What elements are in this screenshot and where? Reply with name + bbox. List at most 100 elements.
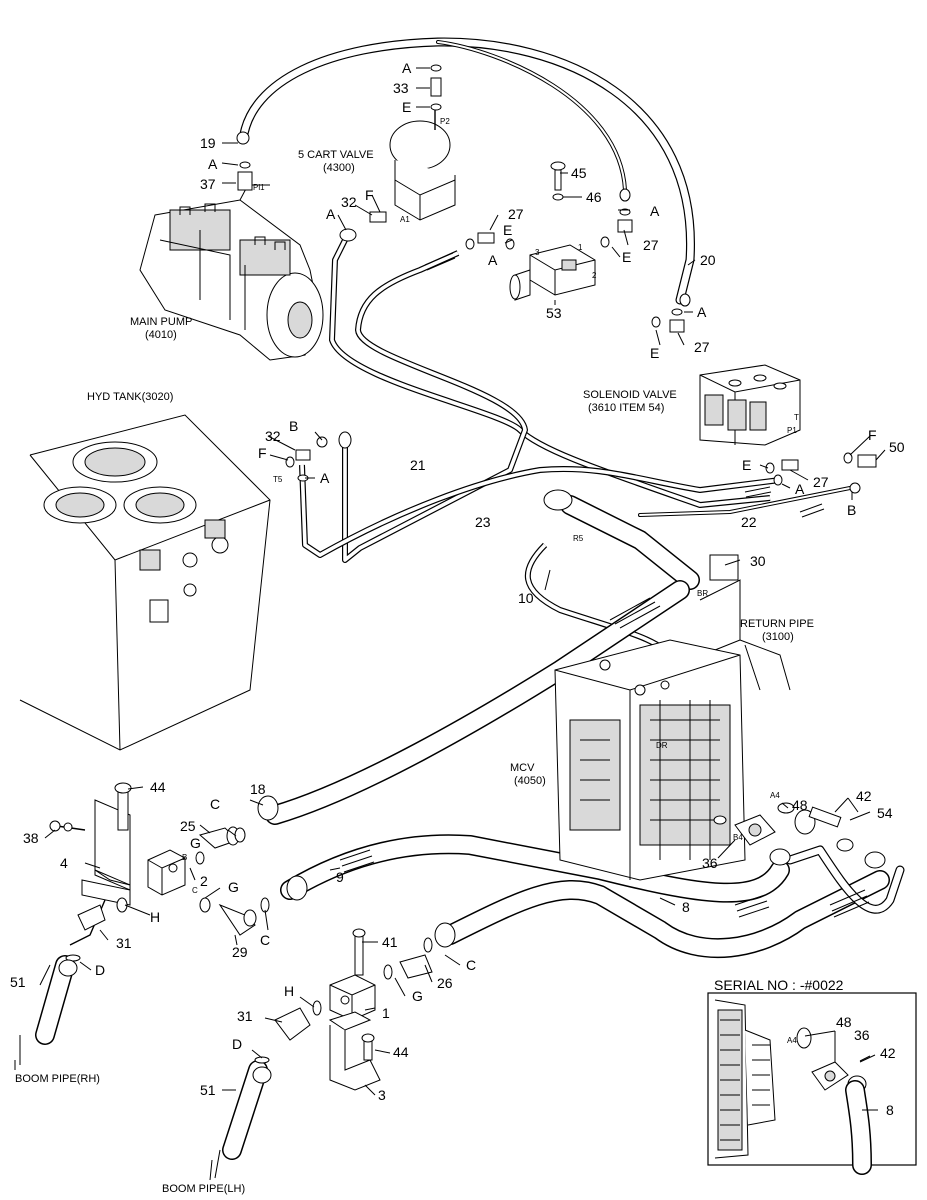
callout-e: E: [402, 99, 411, 115]
callout-a: A: [208, 156, 218, 172]
cart-valve-ref: (4300): [323, 162, 355, 174]
callout-38: 38: [23, 830, 39, 846]
bracket-assembly-lh: [274, 922, 456, 1091]
callout-g: G: [228, 879, 239, 895]
bracket-assembly-rh: [49, 782, 186, 946]
callout-g: G: [190, 835, 201, 851]
serial-inset: [707, 992, 917, 1175]
inset-labels: SERIAL NO : -#0022 48 36 42 8 A4: [714, 977, 896, 1118]
solenoid-valve: [699, 364, 801, 446]
svg-text:3: 3: [535, 248, 540, 257]
callout-46: 46: [586, 189, 602, 205]
callout-25: 25: [180, 818, 196, 834]
callout-2: 2: [200, 873, 208, 889]
main-pump: [139, 184, 324, 361]
svg-text:B4: B4: [733, 833, 743, 842]
callout-e: E: [622, 249, 631, 265]
callout-a: A: [488, 252, 498, 268]
cart-valve-4300: [389, 105, 456, 221]
svg-text:P1: P1: [787, 426, 797, 435]
callout-a: A: [795, 481, 805, 497]
mcv-label: MCV: [510, 762, 535, 774]
callout-20: 20: [700, 252, 716, 268]
callout-21: 21: [410, 457, 426, 473]
svg-text:B: B: [182, 853, 187, 862]
svg-text:T: T: [794, 413, 799, 422]
svg-text:C: C: [192, 886, 198, 895]
component-captions: MAIN PUMP (4010) 5 CART VALVE (4300) HYD…: [15, 149, 814, 1195]
inset-callout-8: 8: [886, 1102, 894, 1118]
callout-27: 27: [694, 339, 710, 355]
callout-27: 27: [813, 474, 829, 490]
cart-valve-label: 5 CART VALVE: [298, 149, 374, 161]
svg-text:T5: T5: [273, 475, 283, 484]
callout-f: F: [365, 187, 374, 203]
svg-text:1: 1: [578, 243, 583, 252]
svg-text:2: 2: [592, 271, 597, 280]
hoses-and-pipes: [35, 37, 905, 1160]
callout-a: A: [697, 304, 707, 320]
callout-33: 33: [393, 80, 409, 96]
svg-text:DR: DR: [656, 741, 668, 750]
callout-50: 50: [889, 439, 905, 455]
hose-hatch-marks: [339, 252, 870, 918]
callout-b: B: [847, 502, 856, 518]
callout-10: 10: [518, 590, 534, 606]
callout-19: 19: [200, 135, 216, 151]
svg-text:R5: R5: [573, 534, 584, 543]
callout-c: C: [466, 957, 476, 973]
callout-d: D: [95, 962, 105, 978]
callout-f: F: [258, 445, 267, 461]
main-pump-ref: (4010): [145, 329, 177, 341]
callout-29: 29: [232, 944, 248, 960]
callout-a: A: [320, 470, 330, 486]
solenoid-valve-label: SOLENOID VALVE: [583, 389, 677, 401]
fittings-right: [713, 802, 886, 869]
callout-h: H: [284, 983, 294, 999]
hyd-tank-label: HYD TANK(3020): [87, 391, 173, 403]
main-pump-label: MAIN PUMP: [130, 316, 192, 328]
svg-text:Pi1: Pi1: [253, 183, 265, 192]
callout-e: E: [742, 457, 751, 473]
callout-g: G: [412, 988, 423, 1004]
callout-4: 4: [60, 855, 68, 871]
callout-27: 27: [643, 237, 659, 253]
callout-26: 26: [437, 975, 453, 991]
callout-8: 8: [682, 899, 690, 915]
callout-54: 54: [877, 805, 893, 821]
callout-9: 9: [336, 869, 344, 885]
mcv-4050: [554, 639, 746, 881]
return-pipe-label: RETURN PIPE: [740, 618, 814, 630]
callout-e: E: [650, 345, 659, 361]
callout-53: 53: [546, 305, 562, 321]
callout-27: 27: [508, 206, 524, 222]
svg-text:BR: BR: [697, 589, 708, 598]
callout-31: 31: [116, 935, 132, 951]
hyd-tank: [19, 414, 271, 751]
svg-text:P2: P2: [440, 117, 450, 126]
return-pipe-ref: (3100): [762, 631, 794, 643]
callout-45: 45: [571, 165, 587, 181]
callout-d: D: [232, 1036, 242, 1052]
callout-36: 36: [702, 855, 718, 871]
callout-31: 31: [237, 1008, 253, 1024]
boom-pipe-rh-label: BOOM PIPE(RH): [15, 1073, 100, 1085]
svg-text:A1: A1: [400, 215, 410, 224]
callouts: 19 A 37 A 33 E 32 F A 45 46 A 27 E A E 2…: [10, 60, 905, 1103]
port-labels: P2 Pi1 A1 T5 R5 BR DR A4 B4 B C T P1 3 1…: [182, 117, 799, 895]
inset-callout-42: 42: [880, 1045, 896, 1061]
return-pipe-3100: [543, 489, 791, 691]
hose-upper-branch: [436, 40, 627, 192]
hose-20-inner: [239, 38, 694, 304]
callout-h: H: [150, 909, 160, 925]
callout-22: 22: [741, 514, 757, 530]
callout-44: 44: [393, 1044, 409, 1060]
inset-port-a4: A4: [787, 1036, 797, 1045]
callout-32: 32: [341, 194, 357, 210]
callout-a: A: [326, 206, 336, 222]
callout-a: A: [650, 203, 660, 219]
callout-a: A: [402, 60, 412, 76]
callout-42: 42: [856, 788, 872, 804]
